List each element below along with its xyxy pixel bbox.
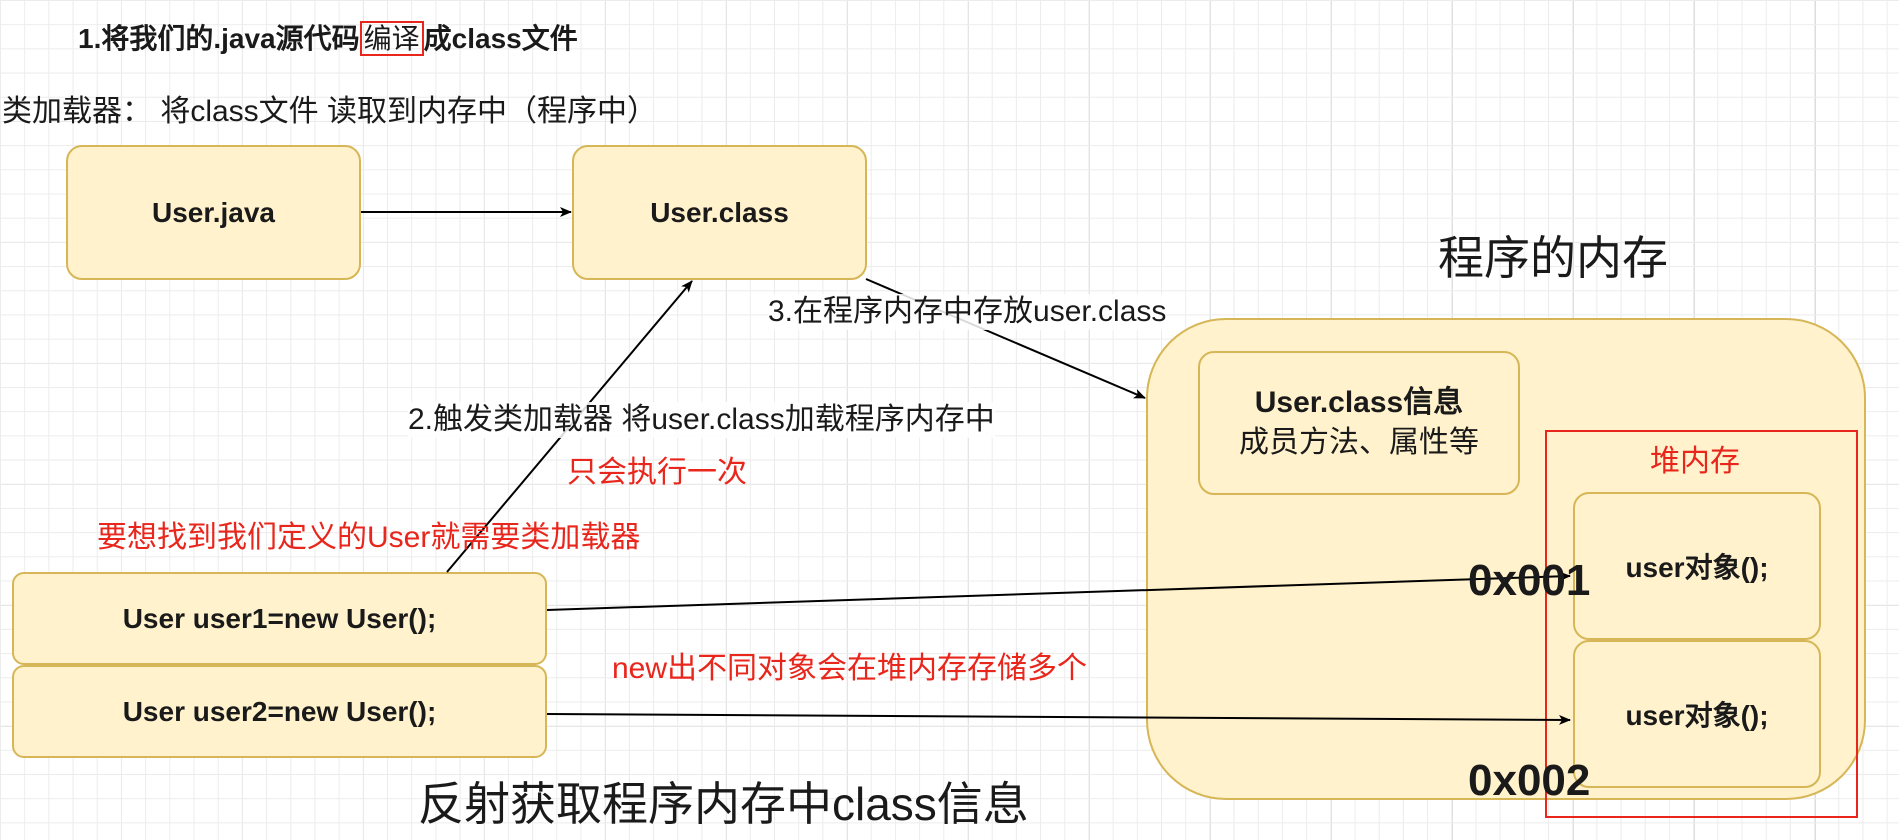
statement-user2-label: User user2=new User(); bbox=[122, 695, 437, 727]
title-line: 1.将我们的.java源代码编译成class文件 bbox=[78, 18, 578, 60]
class-info-line2: 成员方法、属性等 bbox=[1239, 426, 1479, 459]
user-java-label: User.java bbox=[152, 196, 275, 228]
user-object-label-2: user对象(); bbox=[1625, 700, 1769, 731]
address-1-label: 0x001 bbox=[1468, 556, 1591, 605]
arrow-stmt2-to-object2 bbox=[546, 713, 1571, 725]
classloader-note: 类加载器： 将class文件 读取到内存中（程序中） bbox=[2, 95, 658, 128]
need-loader-label: 要想找到我们定义的User就需要类加载器 bbox=[97, 521, 641, 554]
heap-memory-frame bbox=[1545, 430, 1858, 818]
step2-label: 2.触发类加载器 将user.class加载程序内存中 bbox=[408, 402, 995, 438]
step3-label: 3.在程序内存中存放user.class bbox=[768, 294, 1167, 330]
title-suffix: 成class文件 bbox=[423, 23, 578, 54]
statement-user2-node[interactable]: User user2=new User(); bbox=[12, 665, 547, 758]
user-class-label: User.class bbox=[650, 196, 789, 228]
once-label: 只会执行一次 bbox=[567, 456, 747, 489]
user-java-node[interactable]: User.java bbox=[66, 145, 361, 280]
address-2-label: 0x002 bbox=[1468, 756, 1591, 805]
arrow-stmt1-to-object1 bbox=[546, 571, 1571, 611]
statement-user1-label: User user1=new User(); bbox=[122, 602, 437, 634]
statement-user1-node[interactable]: User user1=new User(); bbox=[12, 572, 547, 665]
user-class-node[interactable]: User.class bbox=[572, 145, 867, 280]
user-object-node-1[interactable]: user对象(); bbox=[1573, 492, 1821, 640]
title-highlight: 编译 bbox=[359, 21, 424, 56]
class-info-line1: User.class信息 bbox=[1254, 386, 1464, 419]
class-info-node[interactable]: User.class信息 成员方法、属性等 bbox=[1198, 351, 1520, 495]
reflection-label: 反射获取程序内存中class信息 bbox=[418, 778, 1029, 830]
user-object-label-1: user对象(); bbox=[1625, 552, 1769, 583]
new-objects-label: new出不同对象会在堆内存存储多个 bbox=[612, 652, 1088, 685]
heap-label: 堆内存 bbox=[1650, 445, 1740, 478]
user-object-node-2[interactable]: user对象(); bbox=[1573, 640, 1821, 788]
memory-title: 程序的内存 bbox=[1438, 231, 1668, 285]
title-prefix: 1.将我们的.java源代码 bbox=[78, 23, 360, 54]
